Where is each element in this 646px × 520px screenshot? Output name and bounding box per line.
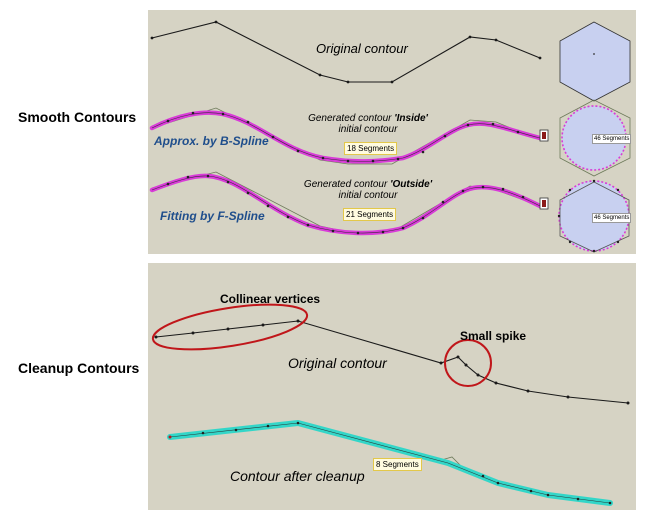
segments-badge-inside: 18 Segments [344, 142, 398, 155]
original-contour-vertices [150, 20, 542, 84]
hex-outside-segments-badge: 46 Segments [592, 213, 632, 223]
segments-badge-outside: 21 Segments [343, 208, 397, 221]
original-hexagon [559, 21, 631, 102]
outside-caption: Generated contour 'Outside' initial cont… [303, 179, 433, 201]
cleanup-contours-canvas [151, 303, 630, 506]
cleanup-contours-label: Cleanup Contours [18, 360, 140, 376]
small-spike-label: Small spike [460, 329, 527, 343]
collinear-label: Collinear vertices [220, 292, 321, 306]
original-contour-caption: Original contour [316, 41, 408, 56]
original-contour-line [155, 320, 629, 404]
original-contour-line [151, 21, 541, 83]
collinear-highlight [151, 303, 309, 351]
original-contour-caption: Original contour [288, 355, 387, 371]
cleanup-contours-panel: Collinear vertices Small spike Original … [148, 263, 636, 510]
hex-inside-segments-badge: 46 Segments [592, 134, 632, 144]
smooth-contours-label: Smooth Contours [18, 109, 137, 125]
inside-caption: Generated contour 'Inside' initial conto… [308, 113, 428, 135]
segments-badge-cleanup: 8 Segments [373, 458, 422, 471]
bspline-label: Approx. by B-Spline [154, 134, 269, 148]
smooth-contours-panel: Original contour Generated contour 'Insi… [148, 10, 636, 254]
spike-highlight [444, 339, 492, 387]
smooth-contours-canvas [149, 20, 631, 253]
fspline-label: Fitting by F-Spline [160, 209, 265, 223]
after-cleanup-caption: Contour after cleanup [230, 468, 365, 484]
